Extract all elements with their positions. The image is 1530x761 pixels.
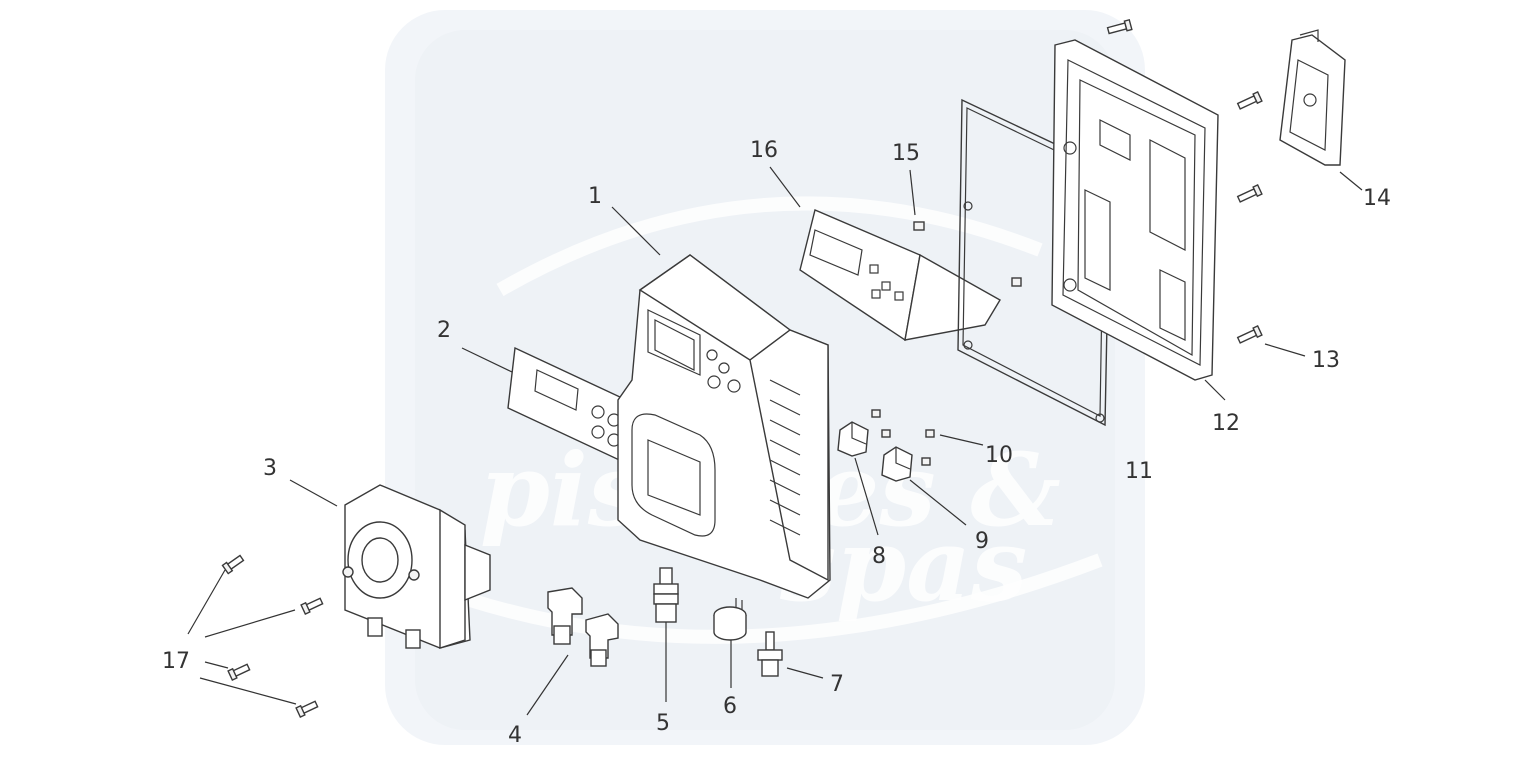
part-16-circuit-board [799, 209, 1001, 342]
callout-15: 15 [892, 141, 920, 166]
part-14-bracket [1279, 29, 1346, 166]
part-12-back-frame [1051, 39, 1219, 381]
callout-14: 14 [1363, 186, 1391, 211]
callout-10: 10 [985, 443, 1013, 468]
callout-11: 11 [1125, 459, 1153, 484]
callout-3: 3 [263, 456, 277, 481]
callout-17: 17 [162, 649, 190, 674]
part-9-connector [881, 446, 913, 482]
callout-labels: 1 2 3 4 5 6 7 8 9 10 11 12 13 14 15 16 1… [162, 138, 1391, 748]
part-5-fitting [653, 567, 679, 623]
callout-16: 16 [750, 138, 778, 163]
callout-7: 7 [830, 672, 844, 697]
part-15-screw [913, 221, 925, 231]
callout-8: 8 [872, 544, 886, 569]
callout-2: 2 [437, 318, 451, 343]
leader-lines [187, 166, 1363, 716]
part-17-screws [221, 554, 324, 718]
part-8-connector [837, 421, 869, 457]
part-3-pump-head [342, 484, 491, 649]
callout-4: 4 [508, 723, 522, 748]
part-4-fittings [547, 587, 619, 667]
callout-6: 6 [723, 694, 737, 719]
callout-1: 1 [588, 184, 602, 209]
callout-9: 9 [975, 529, 989, 554]
part-1-housing [617, 254, 831, 599]
callout-12: 12 [1212, 411, 1240, 436]
callout-13: 13 [1312, 348, 1340, 373]
part-7-valve [757, 631, 783, 677]
part-13-screws [1106, 18, 1263, 344]
callout-5: 5 [656, 711, 670, 736]
part-10-screws [871, 409, 935, 466]
part-6-cap [713, 598, 747, 641]
